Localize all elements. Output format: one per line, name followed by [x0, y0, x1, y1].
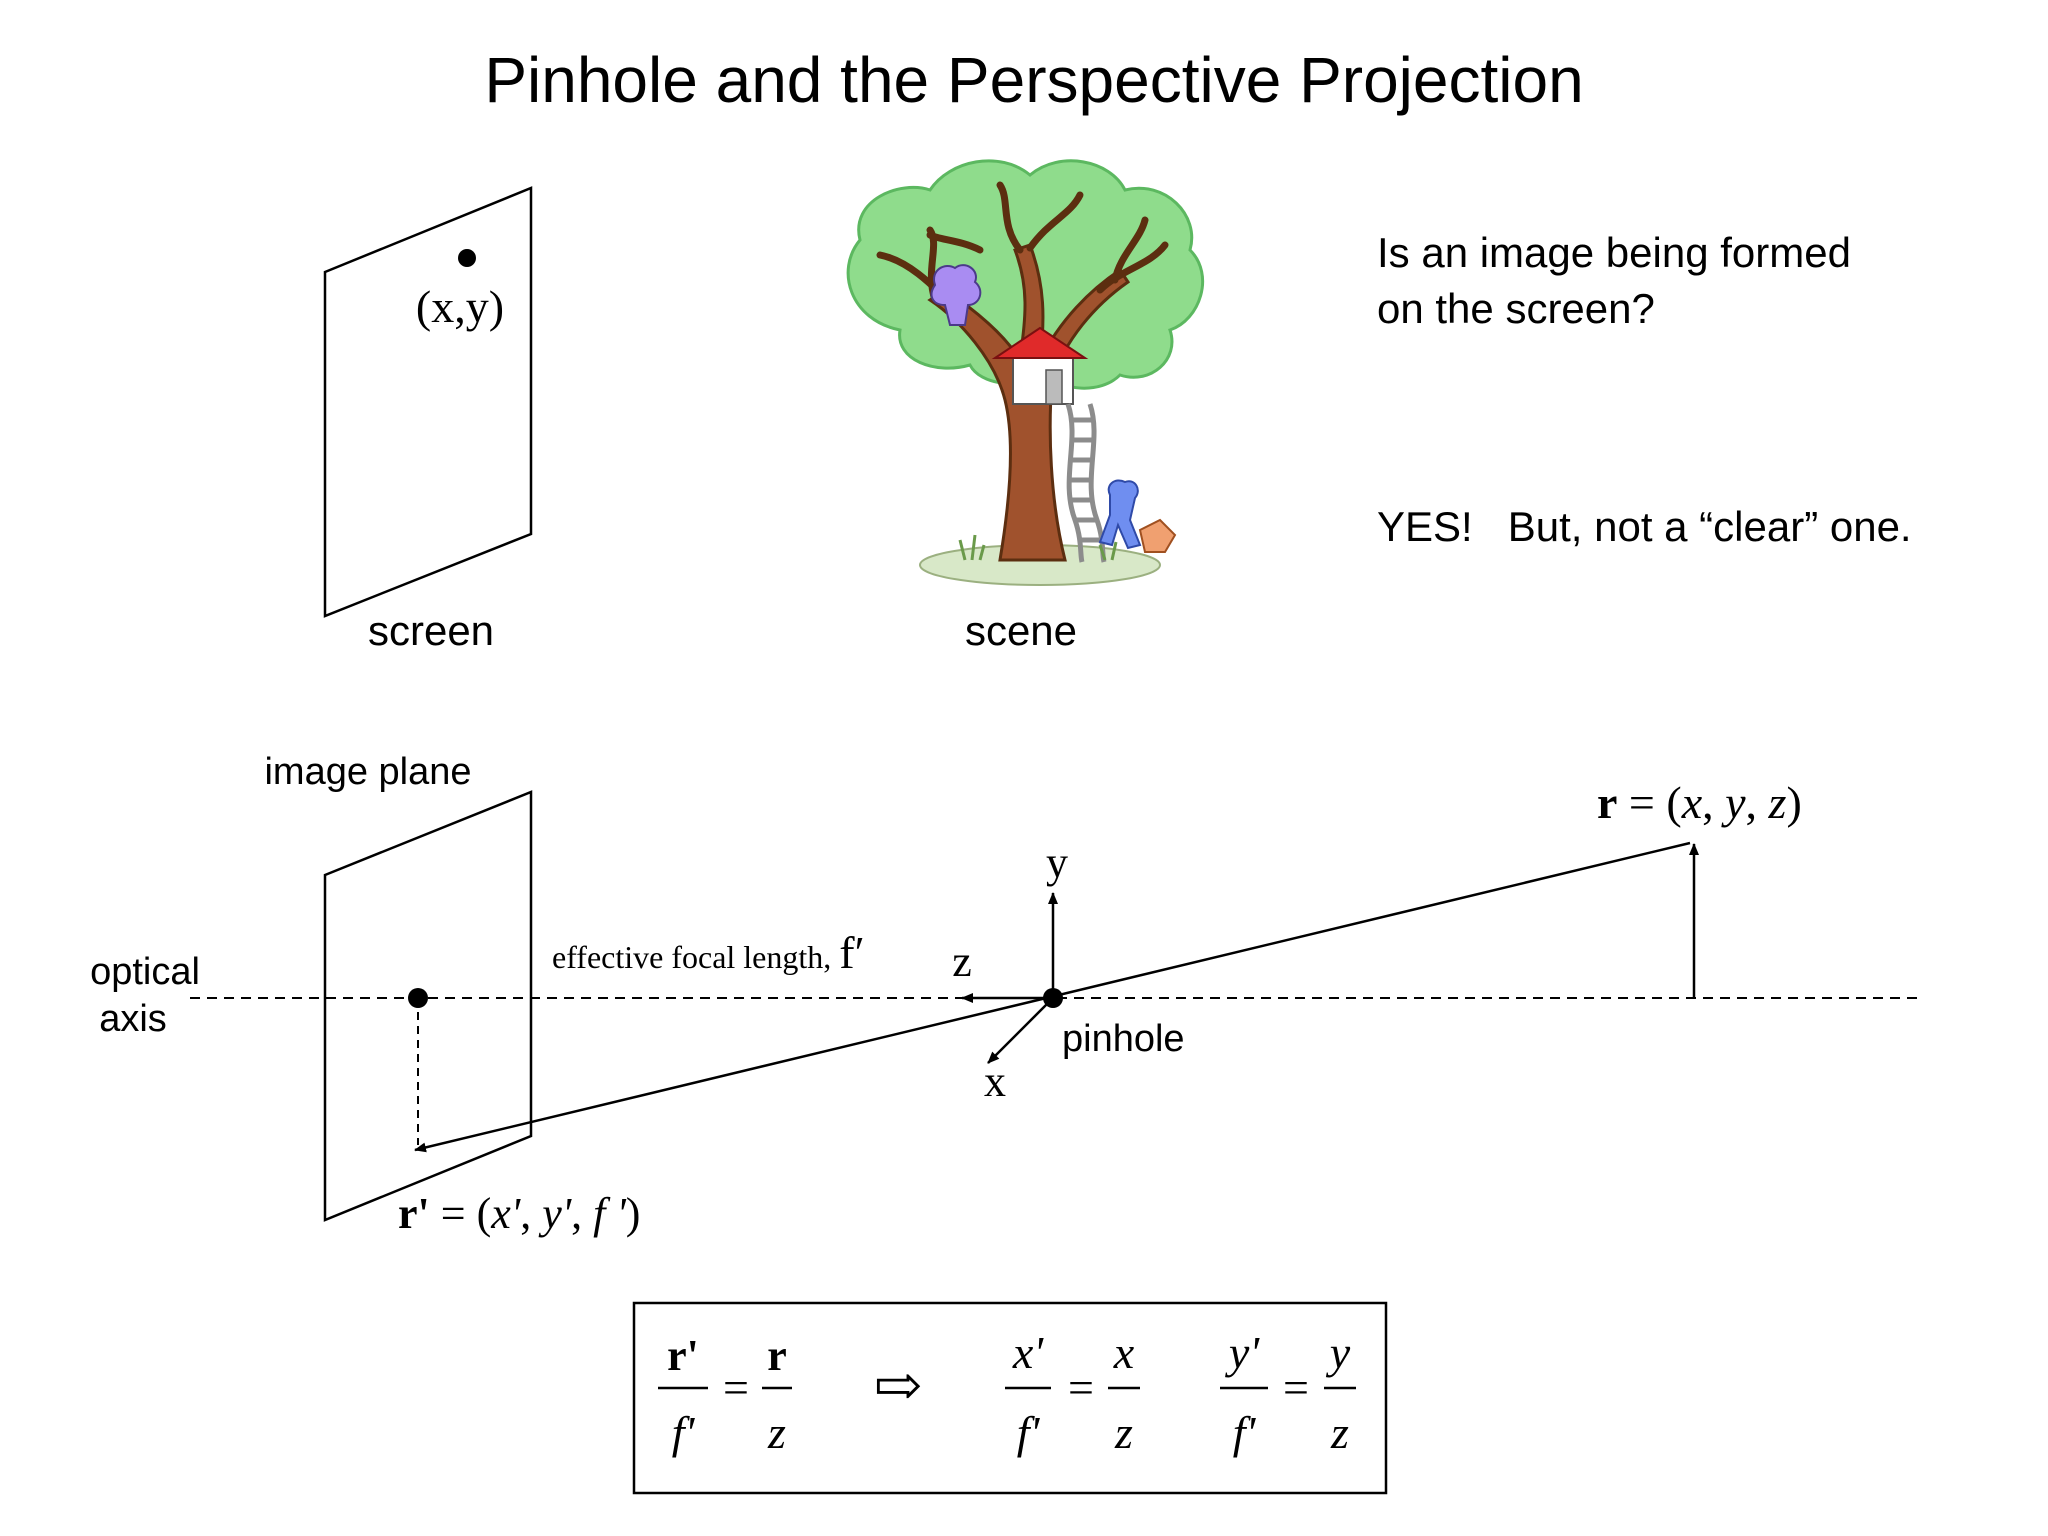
x-equals: =	[1068, 1362, 1094, 1413]
screen-label: screen	[368, 607, 494, 654]
scene-label: scene	[965, 607, 1077, 654]
x-lhs-denominator: f'	[1017, 1407, 1041, 1458]
x-axis-label: x	[984, 1057, 1006, 1106]
vec-rhs-numerator: r	[767, 1331, 787, 1380]
x-lhs-numerator: x'	[1012, 1327, 1044, 1378]
y-lhs-numerator: y'	[1225, 1327, 1260, 1378]
focal-length-label: effective focal length, f′	[552, 927, 865, 978]
y-axis-label: y	[1046, 838, 1068, 887]
screen-plane	[323, 186, 533, 618]
grass-tufts	[958, 534, 1118, 561]
screen-point-dot	[458, 249, 476, 267]
ladder	[1065, 403, 1107, 563]
vec-rhs-denominator: z	[767, 1407, 786, 1458]
object-point-label: r = (x, y, z)	[1597, 777, 1802, 828]
question-line-1: Is an image being formed	[1377, 229, 1851, 276]
orange-figure	[1138, 518, 1177, 553]
x-axis-arrow	[987, 997, 1054, 1064]
tree-house-roof	[991, 326, 1089, 359]
answer-text: YES! But, not a “clear” one.	[1377, 503, 1912, 550]
y-rhs-numerator: y	[1326, 1327, 1351, 1378]
slide-title: Pinhole and the Perspective Projection	[484, 44, 1583, 116]
blue-figure	[1098, 479, 1142, 550]
tree-house-door	[1045, 369, 1063, 405]
image-plane-label: image plane	[264, 751, 471, 793]
y-equals: =	[1283, 1362, 1309, 1413]
x-equation: x' f' = x z	[1005, 1327, 1140, 1458]
question-line-2: on the screen?	[1377, 285, 1655, 332]
equation-box	[632, 1301, 1388, 1495]
tree-house-wall	[1012, 351, 1074, 405]
implies-arrow-icon: ⇨	[874, 1353, 923, 1418]
optical-axis-label-line-2: axis	[99, 998, 167, 1040]
purple-figure	[930, 264, 982, 326]
focal-length-symbol: f′	[839, 927, 864, 978]
x-rhs-denominator: z	[1114, 1407, 1133, 1458]
pinhole-label: pinhole	[1062, 1018, 1185, 1060]
vec-equals: =	[723, 1362, 749, 1413]
x-rhs-numerator: x	[1113, 1327, 1135, 1378]
pinhole-dot	[1043, 988, 1063, 1008]
vector-equation: r' f' = r z	[658, 1331, 792, 1458]
image-point-label: r' = (x', y', f ')	[398, 1189, 640, 1238]
optical-axis-label-line-1: optical	[90, 951, 200, 993]
tree-branches	[876, 181, 1169, 319]
y-lhs-denominator: f'	[1233, 1407, 1257, 1458]
vec-lhs-numerator: r'	[667, 1331, 699, 1380]
vec-lhs-denominator: f'	[672, 1407, 696, 1458]
image-plane	[323, 790, 533, 1222]
z-axis-label: z	[952, 937, 972, 986]
scene-tree-illustration	[846, 159, 1205, 586]
y-equation: y' f' = y z	[1220, 1327, 1356, 1458]
y-rhs-denominator: z	[1330, 1407, 1349, 1458]
screen-point-label: (x,y)	[416, 281, 504, 332]
